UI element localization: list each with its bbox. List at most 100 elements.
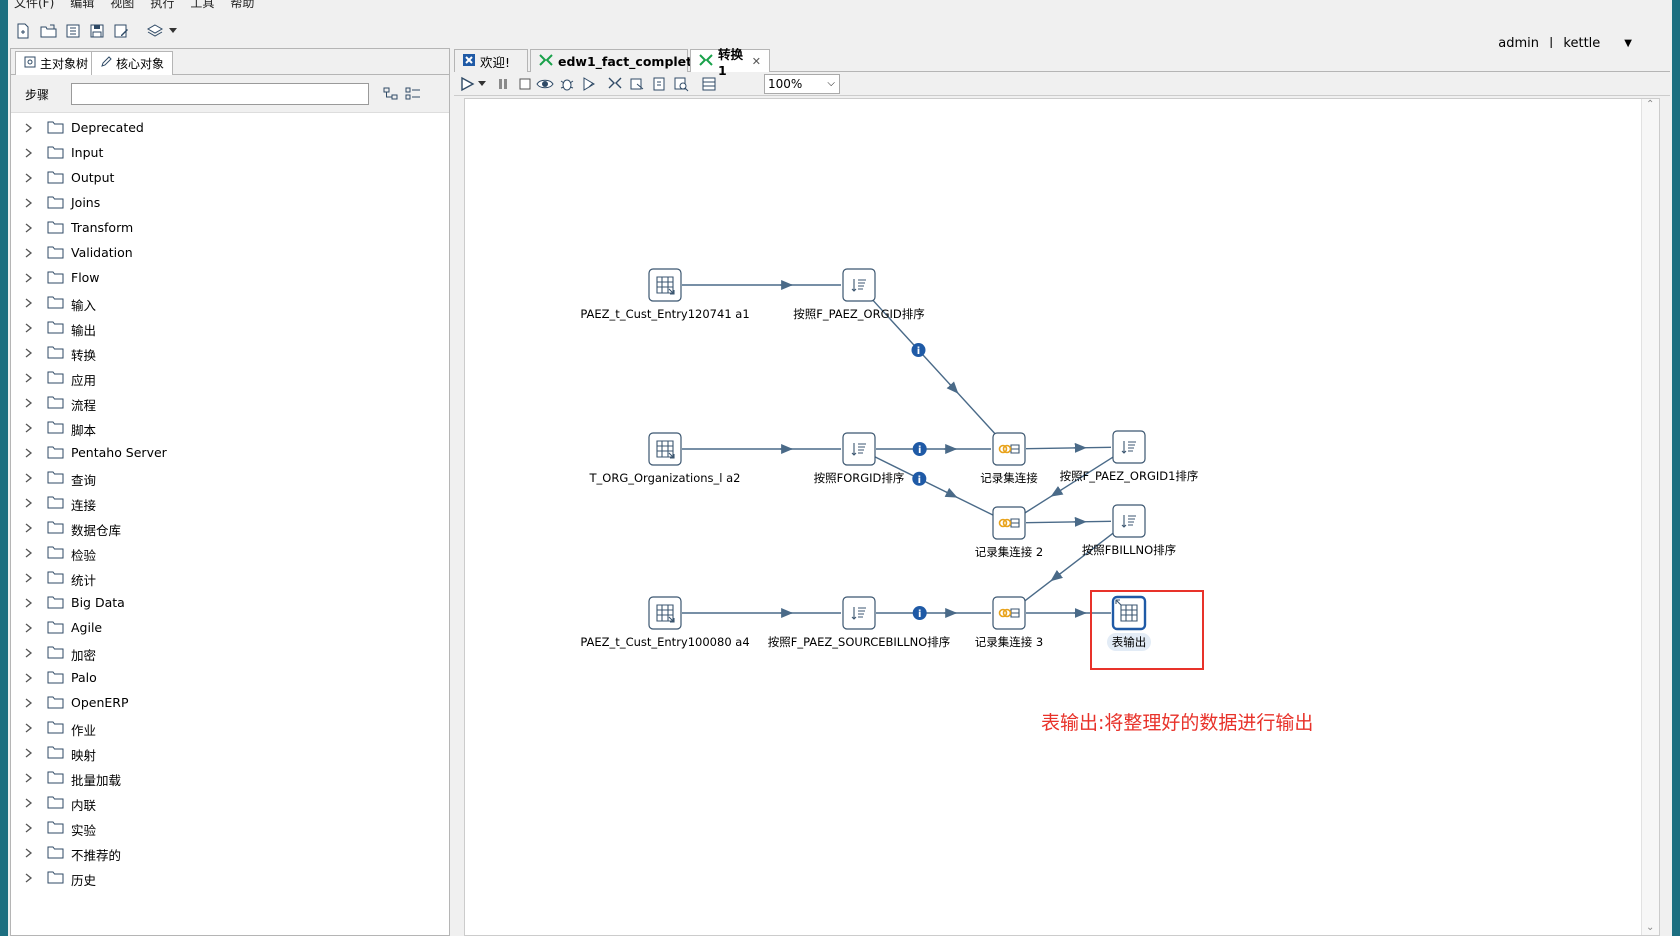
hop-line[interactable] — [869, 297, 998, 437]
preview-icon[interactable] — [536, 75, 554, 93]
user-dropdown-icon[interactable]: ▼ — [1624, 38, 1632, 49]
hop-line[interactable] — [1023, 455, 1116, 514]
tree-item[interactable]: Palo — [11, 665, 449, 690]
chevron-right-icon[interactable] — [25, 622, 33, 633]
chevron-right-icon[interactable] — [25, 847, 33, 858]
chevron-right-icon[interactable] — [25, 222, 33, 233]
tree-item[interactable]: 批量加载 — [11, 765, 449, 790]
tab-core-objects[interactable]: 核心对象 — [91, 51, 174, 75]
hop-line[interactable] — [1025, 520, 1112, 524]
tree-item[interactable]: Joins — [11, 190, 449, 215]
chevron-right-icon[interactable] — [25, 472, 33, 483]
repo-name[interactable]: kettle — [1563, 36, 1601, 51]
chevron-right-icon[interactable] — [25, 322, 33, 333]
tree-item[interactable]: 历史 — [11, 865, 449, 890]
chevron-right-icon[interactable] — [25, 872, 33, 883]
chevron-right-icon[interactable] — [25, 422, 33, 433]
step-n3[interactable]: T_ORG_Organizations_l a2 — [589, 432, 741, 485]
info-icon[interactable]: i — [912, 471, 927, 486]
save-as-icon[interactable] — [110, 20, 132, 42]
step-n2[interactable]: 按照F_PAEZ_ORGID排序 — [793, 268, 925, 321]
collapse-tree-icon[interactable] — [405, 87, 421, 104]
info-icon[interactable]: i — [911, 343, 926, 358]
run-icon[interactable] — [458, 75, 476, 93]
steps-search-input[interactable] — [71, 83, 369, 105]
chevron-right-icon[interactable] — [25, 372, 33, 383]
stop-icon[interactable] — [516, 75, 534, 93]
tree-item[interactable]: 加密 — [11, 640, 449, 665]
step-n8[interactable]: 按照FBILLNO排序 — [1082, 504, 1176, 557]
step-n7[interactable]: 记录集连接 2 — [975, 506, 1043, 559]
tree-item[interactable]: 统计 — [11, 565, 449, 590]
tree-item[interactable]: Transform — [11, 215, 449, 240]
step-n11[interactable]: 记录集连接 3 — [975, 596, 1043, 649]
step-n10[interactable]: 按照F_PAEZ_SOURCEBILLNO排序 — [768, 596, 951, 649]
menu-help[interactable]: 帮助 — [230, 0, 255, 10]
chevron-right-icon[interactable] — [25, 247, 33, 258]
chevron-right-icon[interactable] — [25, 572, 33, 583]
step-n12[interactable]: 表输出 — [1107, 595, 1151, 651]
run-dropdown-icon[interactable] — [476, 75, 488, 93]
tree-item[interactable]: Validation — [11, 240, 449, 265]
verify-icon[interactable] — [606, 75, 624, 93]
tree-item[interactable]: 检验 — [11, 540, 449, 565]
tree-item[interactable]: Input — [11, 140, 449, 165]
step-n6[interactable]: 按照F_PAEZ_ORGID1排序 — [1060, 430, 1199, 483]
explore-db-icon[interactable] — [672, 75, 690, 93]
tab-transform-1[interactable]: 转换 1 ✕ — [690, 47, 770, 78]
tab-welcome[interactable]: 欢迎! — [454, 49, 528, 72]
hop-line[interactable] — [873, 455, 994, 516]
tree-item[interactable]: 应用 — [11, 365, 449, 390]
chevron-right-icon[interactable] — [25, 397, 33, 408]
chevron-right-icon[interactable] — [25, 272, 33, 283]
tree-item[interactable]: 数据仓库 — [11, 515, 449, 540]
zoom-dropdown-icon[interactable]: ⌵ — [827, 78, 835, 89]
chevron-right-icon[interactable] — [25, 772, 33, 783]
close-tab-icon[interactable]: ✕ — [751, 54, 761, 68]
tree-item[interactable]: 查询 — [11, 465, 449, 490]
replay-icon[interactable] — [580, 75, 598, 93]
tree-item[interactable]: 不推荐的 — [11, 840, 449, 865]
zoom-select[interactable]: 100% ⌵ — [764, 74, 840, 94]
layers-dropdown-icon[interactable] — [166, 20, 180, 42]
tree-item[interactable]: Output — [11, 165, 449, 190]
tab-edw1-fact-complete[interactable]: edw1_fact_complete — [530, 49, 701, 72]
tree-item[interactable]: 映射 — [11, 740, 449, 765]
tree-item[interactable]: Deprecated — [11, 115, 449, 140]
tree-item[interactable]: 转换 — [11, 340, 449, 365]
step-n4[interactable]: 按照FORGID排序 — [814, 432, 905, 485]
hop-line[interactable] — [1022, 530, 1116, 603]
tree-item[interactable]: 输入 — [11, 290, 449, 315]
menu-run[interactable]: 执行 — [150, 0, 175, 10]
chevron-right-icon[interactable] — [25, 672, 33, 683]
chevron-right-icon[interactable] — [25, 197, 33, 208]
expand-tree-icon[interactable] — [383, 87, 399, 104]
tree-item[interactable]: 作业 — [11, 715, 449, 740]
layers-icon[interactable] — [144, 20, 166, 42]
menu-file[interactable]: 文件(F) — [14, 0, 55, 10]
tree-item[interactable]: Pentaho Server — [11, 440, 449, 465]
menu-tools[interactable]: 工具 — [190, 0, 215, 10]
chevron-right-icon[interactable] — [25, 747, 33, 758]
step-n9[interactable]: PAEZ_t_Cust_Entry100080 a4 — [580, 596, 750, 649]
chevron-right-icon[interactable] — [25, 822, 33, 833]
tree-item[interactable]: Flow — [11, 265, 449, 290]
chevron-right-icon[interactable] — [25, 697, 33, 708]
chevron-right-icon[interactable] — [25, 147, 33, 158]
scroll-up-icon[interactable]: ⌃ — [1646, 99, 1655, 110]
chevron-right-icon[interactable] — [25, 722, 33, 733]
chevron-right-icon[interactable] — [25, 647, 33, 658]
debug-icon[interactable] — [558, 75, 576, 93]
tree-item[interactable]: 实验 — [11, 815, 449, 840]
step-n1[interactable]: PAEZ_t_Cust_Entry120741 a1 — [580, 268, 750, 321]
tree-item[interactable]: 脚本 — [11, 415, 449, 440]
tree-item[interactable]: Agile — [11, 615, 449, 640]
save-icon[interactable] — [86, 20, 108, 42]
tree-item[interactable]: 连接 — [11, 490, 449, 515]
info-icon[interactable]: i — [912, 606, 927, 620]
chevron-right-icon[interactable] — [25, 797, 33, 808]
chevron-right-icon[interactable] — [25, 522, 33, 533]
chevron-right-icon[interactable] — [25, 347, 33, 358]
menu-view[interactable]: 视图 — [110, 0, 135, 10]
